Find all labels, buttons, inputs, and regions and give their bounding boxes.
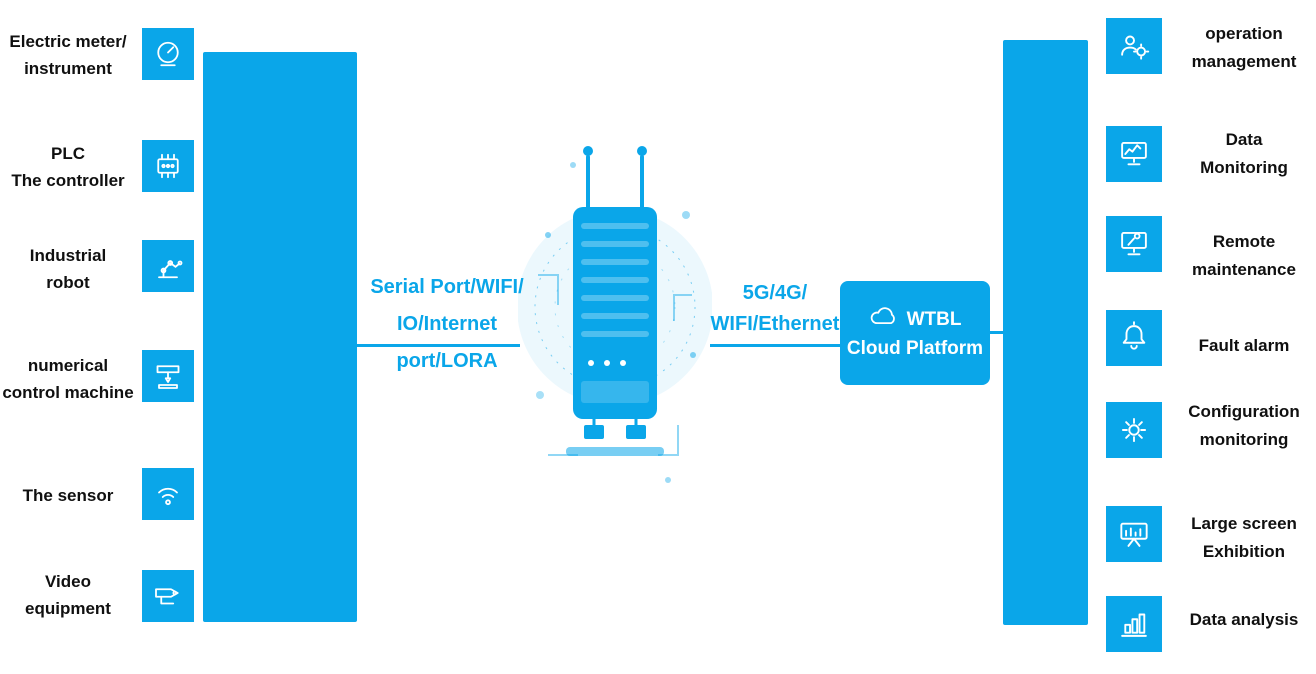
device-label-line: The sensor bbox=[22, 486, 114, 505]
device-label-line: instrument bbox=[24, 59, 112, 78]
left-connection-label-line: IO/Internet port/LORA bbox=[396, 313, 498, 372]
left-connection-label-line: Serial Port/WIFI/ bbox=[370, 276, 524, 298]
device-label-line: Industrial bbox=[29, 246, 107, 265]
video-camera-icon bbox=[142, 570, 194, 622]
function-label-large-screen: Large screen Exhibition bbox=[1178, 510, 1310, 566]
function-label-line: Exhibition bbox=[1202, 542, 1286, 561]
large-screen-icon bbox=[1106, 506, 1162, 562]
device-label-line: PLC bbox=[51, 144, 85, 163]
iot-gateway-image bbox=[517, 95, 713, 520]
left-connection-label: Serial Port/WIFI/ IO/Internet port/LORA bbox=[352, 269, 542, 380]
function-label-line: Configuration bbox=[1188, 402, 1300, 421]
cnc-machine-icon bbox=[142, 350, 194, 402]
function-label-remote-maintenance: Remote maintenance bbox=[1178, 228, 1310, 284]
right-column-bar bbox=[1003, 40, 1088, 625]
data-monitoring-icon bbox=[1106, 126, 1162, 182]
cloud-platform-name: WTBL bbox=[906, 308, 962, 330]
operation-management-icon bbox=[1106, 18, 1162, 74]
device-label-line: numerical bbox=[27, 356, 109, 375]
electric-meter-icon bbox=[142, 28, 194, 80]
device-label-line: robot bbox=[46, 273, 90, 292]
left-column-bar bbox=[203, 52, 357, 622]
function-label-line: Data bbox=[1225, 130, 1263, 149]
cloud-platform-title-row: WTBL bbox=[869, 306, 962, 333]
function-label-operation-management: operation management bbox=[1178, 20, 1310, 76]
configuration-monitoring-icon bbox=[1106, 402, 1162, 458]
device-label-industrial-robot: Industrial robot bbox=[0, 242, 136, 296]
function-label-data-monitoring: Data Monitoring bbox=[1178, 126, 1310, 182]
sensor-icon bbox=[142, 468, 194, 520]
cloud-platform-subtitle: Cloud Platform bbox=[846, 337, 984, 359]
device-label-line: control machine bbox=[2, 383, 134, 402]
device-label-line: Video bbox=[45, 572, 91, 591]
right-connection-label: 5G/4G/ WIFI/Ethernet bbox=[698, 278, 852, 340]
right-connection-label-line: WIFI/Ethernet bbox=[710, 313, 840, 335]
function-label-line: operation bbox=[1205, 24, 1283, 43]
function-label-data-analysis: Data analysis bbox=[1178, 606, 1310, 634]
device-label-cnc-machine: numerical control machine bbox=[0, 352, 136, 406]
device-label-line: Electric meter/ bbox=[9, 32, 127, 51]
right-connection-label-line: 5G/4G/ bbox=[742, 282, 808, 304]
fault-alarm-icon bbox=[1106, 310, 1162, 366]
right-connection-line bbox=[710, 344, 840, 347]
data-analysis-icon bbox=[1106, 596, 1162, 652]
function-label-configuration-monitoring: Configuration monitoring bbox=[1178, 398, 1310, 454]
function-label-line: Large screen bbox=[1191, 514, 1297, 533]
cloud-platform-box: WTBL Cloud Platform bbox=[840, 281, 990, 385]
function-label-fault-alarm: Fault alarm bbox=[1178, 332, 1310, 360]
remote-maintenance-icon bbox=[1106, 216, 1162, 272]
device-label-line: equipment bbox=[25, 599, 111, 618]
function-label-line: Data analysis bbox=[1189, 610, 1299, 629]
device-label-line: The controller bbox=[11, 171, 125, 190]
device-label-electric-meter: Electric meter/ instrument bbox=[0, 28, 136, 82]
function-label-line: monitoring bbox=[1199, 430, 1289, 449]
left-connection-line bbox=[357, 344, 520, 347]
function-label-line: Fault alarm bbox=[1198, 336, 1290, 355]
function-label-line: Monitoring bbox=[1200, 158, 1288, 177]
industrial-robot-icon bbox=[142, 240, 194, 292]
device-label-plc: PLC The controller bbox=[0, 140, 136, 194]
device-label-sensor: The sensor bbox=[0, 482, 136, 509]
cloud-connection-line bbox=[986, 331, 1004, 334]
function-label-line: management bbox=[1191, 52, 1297, 71]
function-label-line: Remote bbox=[1212, 232, 1276, 251]
cloud-icon bbox=[869, 306, 899, 333]
device-label-video-equipment: Video equipment bbox=[0, 568, 136, 622]
plc-icon bbox=[142, 140, 194, 192]
function-label-line: maintenance bbox=[1192, 260, 1296, 279]
